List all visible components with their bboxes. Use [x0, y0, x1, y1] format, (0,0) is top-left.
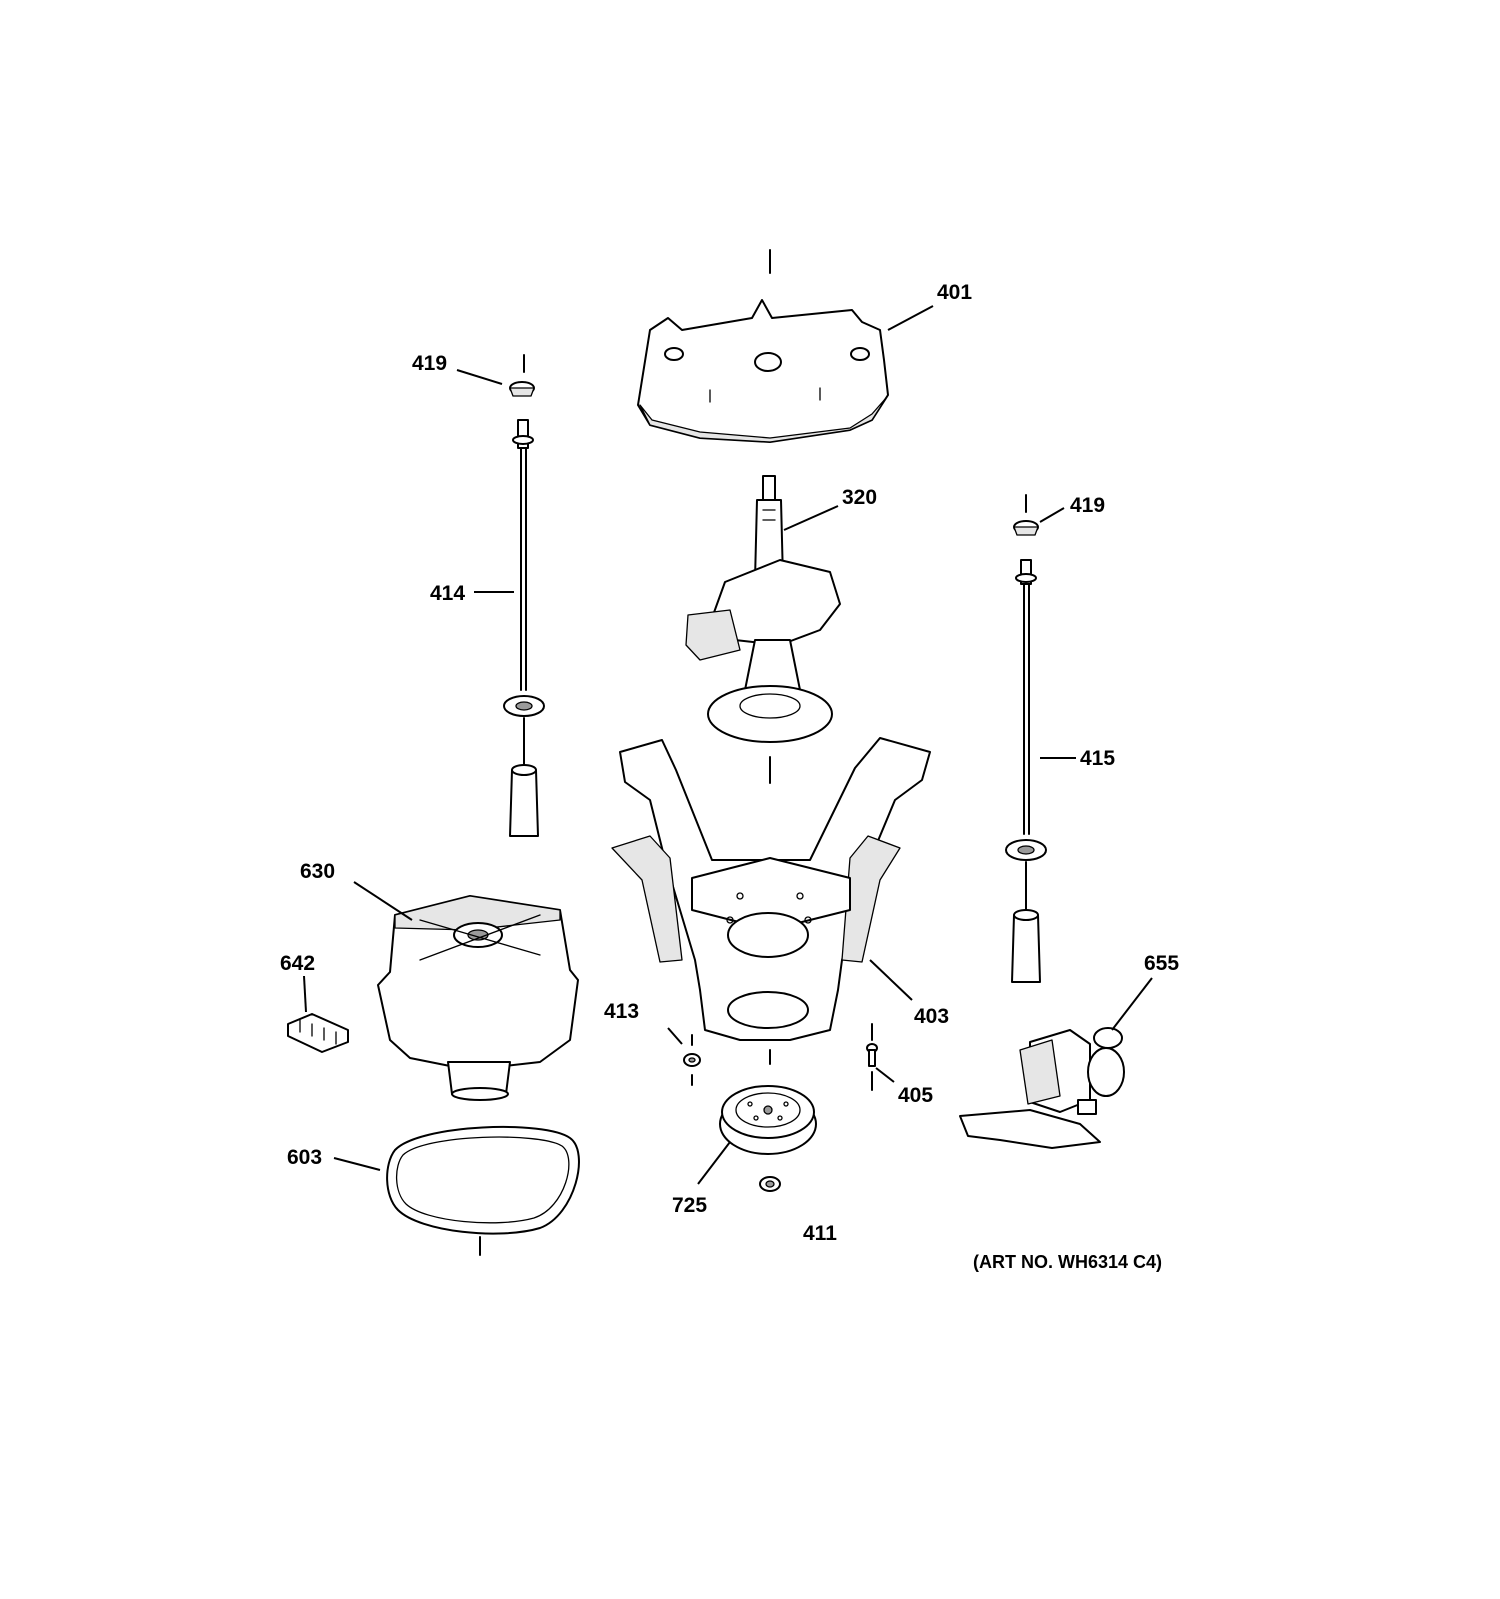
- callout-725: 725: [672, 1194, 707, 1217]
- part-415-suspension-rod: [1005, 559, 1047, 983]
- part-419-left-cap: [509, 381, 535, 397]
- part-414-suspension-rod: [503, 419, 545, 837]
- callout-411: 411: [803, 1222, 837, 1245]
- callout-415: 415: [1080, 747, 1115, 770]
- callout-419-left: 419: [412, 352, 447, 375]
- center-axis-lines: [479, 249, 1027, 1256]
- callout-413: 413: [604, 1000, 639, 1023]
- callout-642: 642: [280, 952, 315, 975]
- callout-403: 403: [914, 1005, 949, 1028]
- callout-419-right: 419: [1070, 494, 1105, 517]
- callout-401: 401: [937, 281, 972, 304]
- part-411-nut: [759, 1176, 781, 1192]
- part-725-pulley: [719, 1085, 817, 1155]
- part-403-bracket: [611, 737, 931, 1041]
- part-405-screw: [866, 1043, 878, 1067]
- part-603-belt: [386, 1125, 580, 1235]
- callout-603: 603: [287, 1146, 322, 1169]
- part-655-pump: [959, 1027, 1125, 1149]
- part-419-right-cap: [1013, 520, 1039, 536]
- leader-lines: [303, 305, 1153, 1185]
- callout-320: 320: [842, 486, 877, 509]
- callout-labels: 401 419 320 419 414 415 630 642 403 413 …: [280, 281, 1179, 1272]
- part-401-cover: [637, 299, 889, 443]
- part-413-nut: [683, 1053, 701, 1067]
- callout-405: 405: [898, 1084, 933, 1107]
- art-number: (ART NO. WH6314 C4): [973, 1252, 1162, 1272]
- callout-630: 630: [300, 860, 335, 883]
- part-642-connector: [287, 1013, 349, 1053]
- callout-655: 655: [1144, 952, 1179, 975]
- part-630-motor: [377, 895, 579, 1101]
- callout-414: 414: [430, 582, 465, 605]
- part-320-transmission: [685, 475, 841, 743]
